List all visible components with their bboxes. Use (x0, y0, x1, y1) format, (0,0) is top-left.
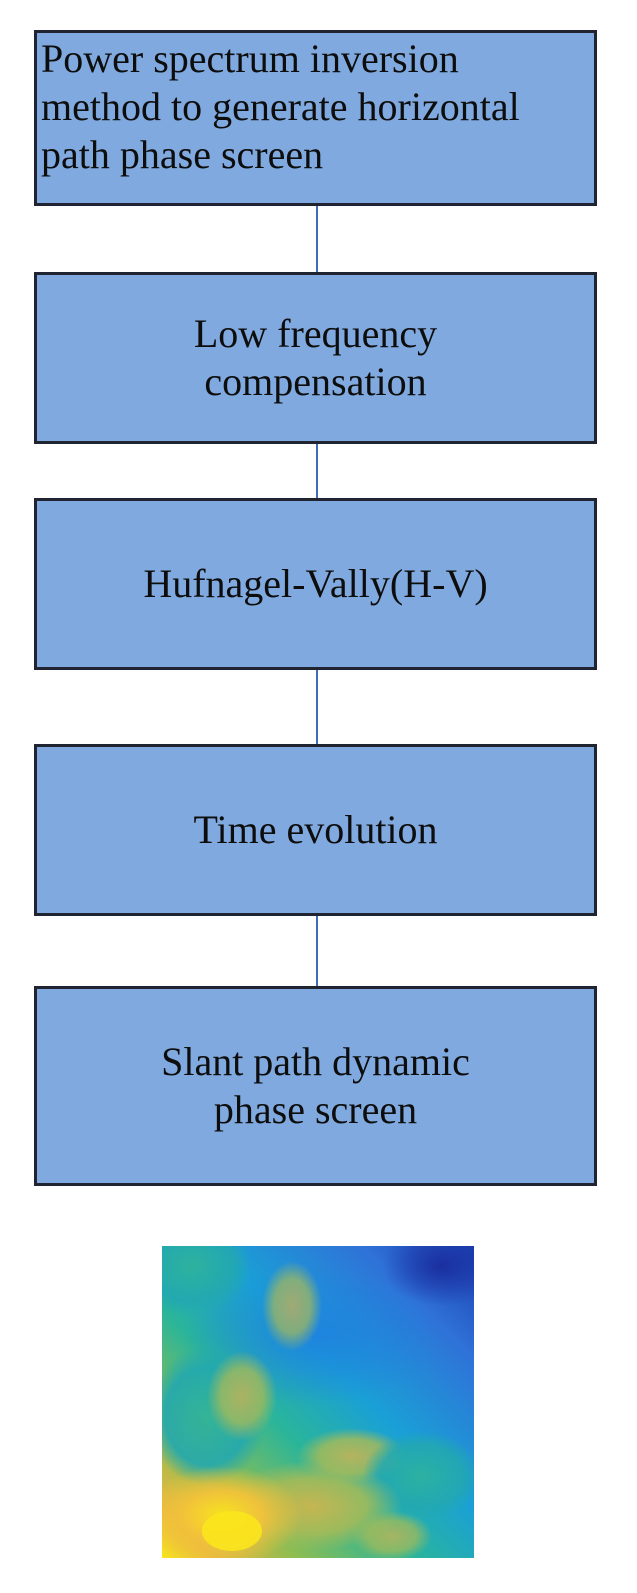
step-label: Time evolution (193, 807, 438, 852)
connector-line (316, 670, 318, 744)
phase-screen-image (162, 1246, 474, 1558)
step-hufnagel-vally: Hufnagel-Vally(H-V) (34, 498, 597, 670)
step-label: Slant path dynamic phase screen (161, 1039, 470, 1132)
step-time-evolution: Time evolution (34, 744, 597, 916)
connector-line (316, 444, 318, 498)
step-low-frequency-compensation: Low frequency compensation (34, 272, 597, 444)
step-label: Hufnagel-Vally(H-V) (143, 561, 488, 606)
step-power-spectrum-inversion: Power spectrum inversion method to gener… (34, 30, 597, 206)
connector-line (316, 916, 318, 986)
step-label: Low frequency compensation (193, 311, 438, 404)
step-slant-path-phase-screen: Slant path dynamic phase screen (34, 986, 597, 1186)
connector-line (316, 206, 318, 272)
step-label: Power spectrum inversion method to gener… (41, 36, 520, 177)
